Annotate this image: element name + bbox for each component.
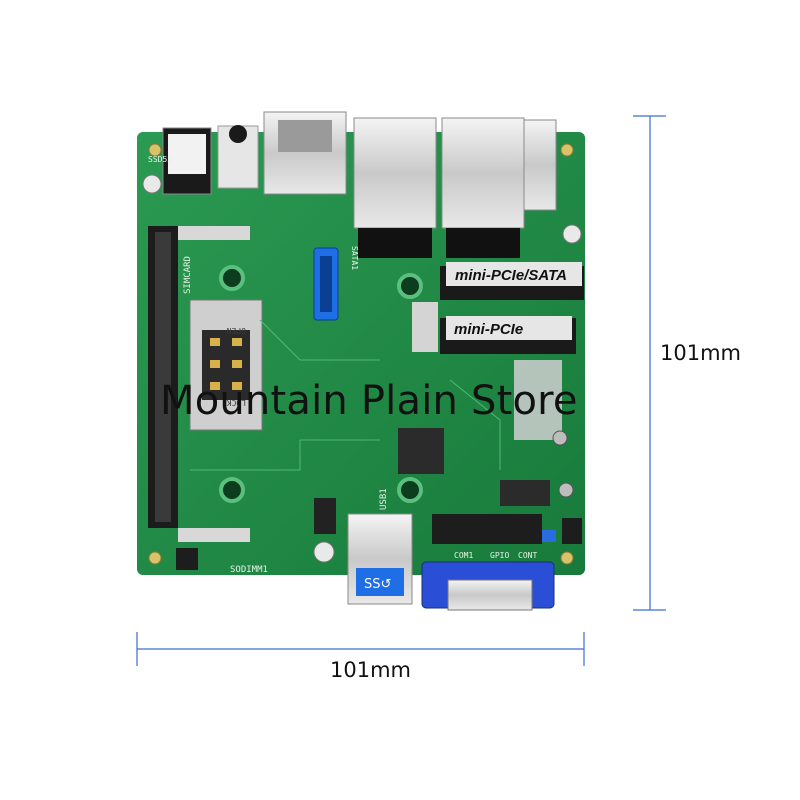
- lan-1-header: [358, 228, 432, 258]
- sodimm-latch: [178, 528, 250, 542]
- sodimm-slot-inner: [155, 232, 171, 522]
- height-label: 101mm: [660, 341, 741, 365]
- gpio-header: [432, 514, 542, 544]
- mini-pcie-sata-label-bg: [446, 262, 582, 286]
- io-chip: [398, 428, 444, 474]
- silk-simcard: SIMCARD: [183, 256, 193, 294]
- mount-hole: [397, 273, 423, 299]
- mount-hole: [219, 477, 245, 503]
- trace: [190, 439, 380, 471]
- silk-cont: CONT: [518, 551, 537, 560]
- port-opening: [278, 120, 332, 152]
- cert-sticker: [514, 360, 562, 440]
- usb3-logo: SS↺: [364, 577, 391, 592]
- sim-pin: [232, 360, 242, 368]
- silk-sata: SATA1: [350, 246, 359, 270]
- mini-pcie-sata-label: mini-PCIe/SATA: [455, 267, 567, 284]
- mount-hole: [148, 143, 162, 157]
- sim-pin: [232, 338, 242, 346]
- store-watermark: Mountain Plain Store: [160, 378, 578, 424]
- motherboard: mini-PCIe/SATA mini-PCIe SS↺ SSD52 SIMCA…: [137, 111, 585, 611]
- lan-port-1: [353, 117, 437, 229]
- capacitor: [142, 174, 162, 194]
- sim-pin: [210, 338, 220, 346]
- silk-open: OPEN: [227, 326, 246, 335]
- usb3-tongue: [356, 568, 404, 596]
- pin-header: [314, 498, 336, 534]
- lan-2-header: [446, 228, 520, 258]
- sim-pin: [210, 360, 220, 368]
- width-dimension-line: [136, 632, 585, 666]
- sim-pin: [232, 382, 242, 390]
- jumper: [542, 530, 556, 542]
- mini-pcie-label: mini-PCIe: [454, 321, 523, 338]
- trace: [259, 319, 380, 361]
- trace: [449, 379, 501, 470]
- mount-hole: [148, 551, 162, 565]
- silk-gpio: GPIO: [490, 551, 509, 560]
- mount-hole: [560, 551, 574, 565]
- mini-pcie-label-bg: [446, 316, 572, 340]
- heatsink-pad: [412, 302, 438, 352]
- controller-chip: [500, 480, 550, 506]
- dc-jack-face: [168, 134, 206, 174]
- vga-shell: [447, 579, 533, 611]
- lan-port-2: [441, 117, 525, 229]
- capacitor: [558, 482, 574, 498]
- pin-header: [176, 548, 198, 570]
- capacitor: [562, 224, 582, 244]
- capacitor: [313, 541, 335, 563]
- sim-pin: [210, 382, 220, 390]
- silk-lock: LOCK: [227, 398, 246, 407]
- mount-hole: [560, 143, 574, 157]
- sodimm-latch: [178, 226, 250, 240]
- width-label: 101mm: [330, 658, 411, 682]
- sata-connector-slot: [320, 256, 332, 312]
- pin-header: [562, 518, 582, 544]
- audio-jack-hole: [229, 125, 247, 143]
- silk-ssd-port: SSD52: [148, 155, 172, 164]
- mount-hole: [219, 265, 245, 291]
- silk-usb: USB1: [379, 488, 389, 510]
- mount-hole: [397, 477, 423, 503]
- capacitor: [552, 430, 568, 446]
- audio-jack: [217, 125, 259, 189]
- silk-sodimm: SODIMM1: [230, 565, 268, 575]
- silk-com: COM1: [454, 551, 473, 560]
- usb-port-stack: [523, 119, 557, 211]
- height-dimension-line: [633, 115, 666, 611]
